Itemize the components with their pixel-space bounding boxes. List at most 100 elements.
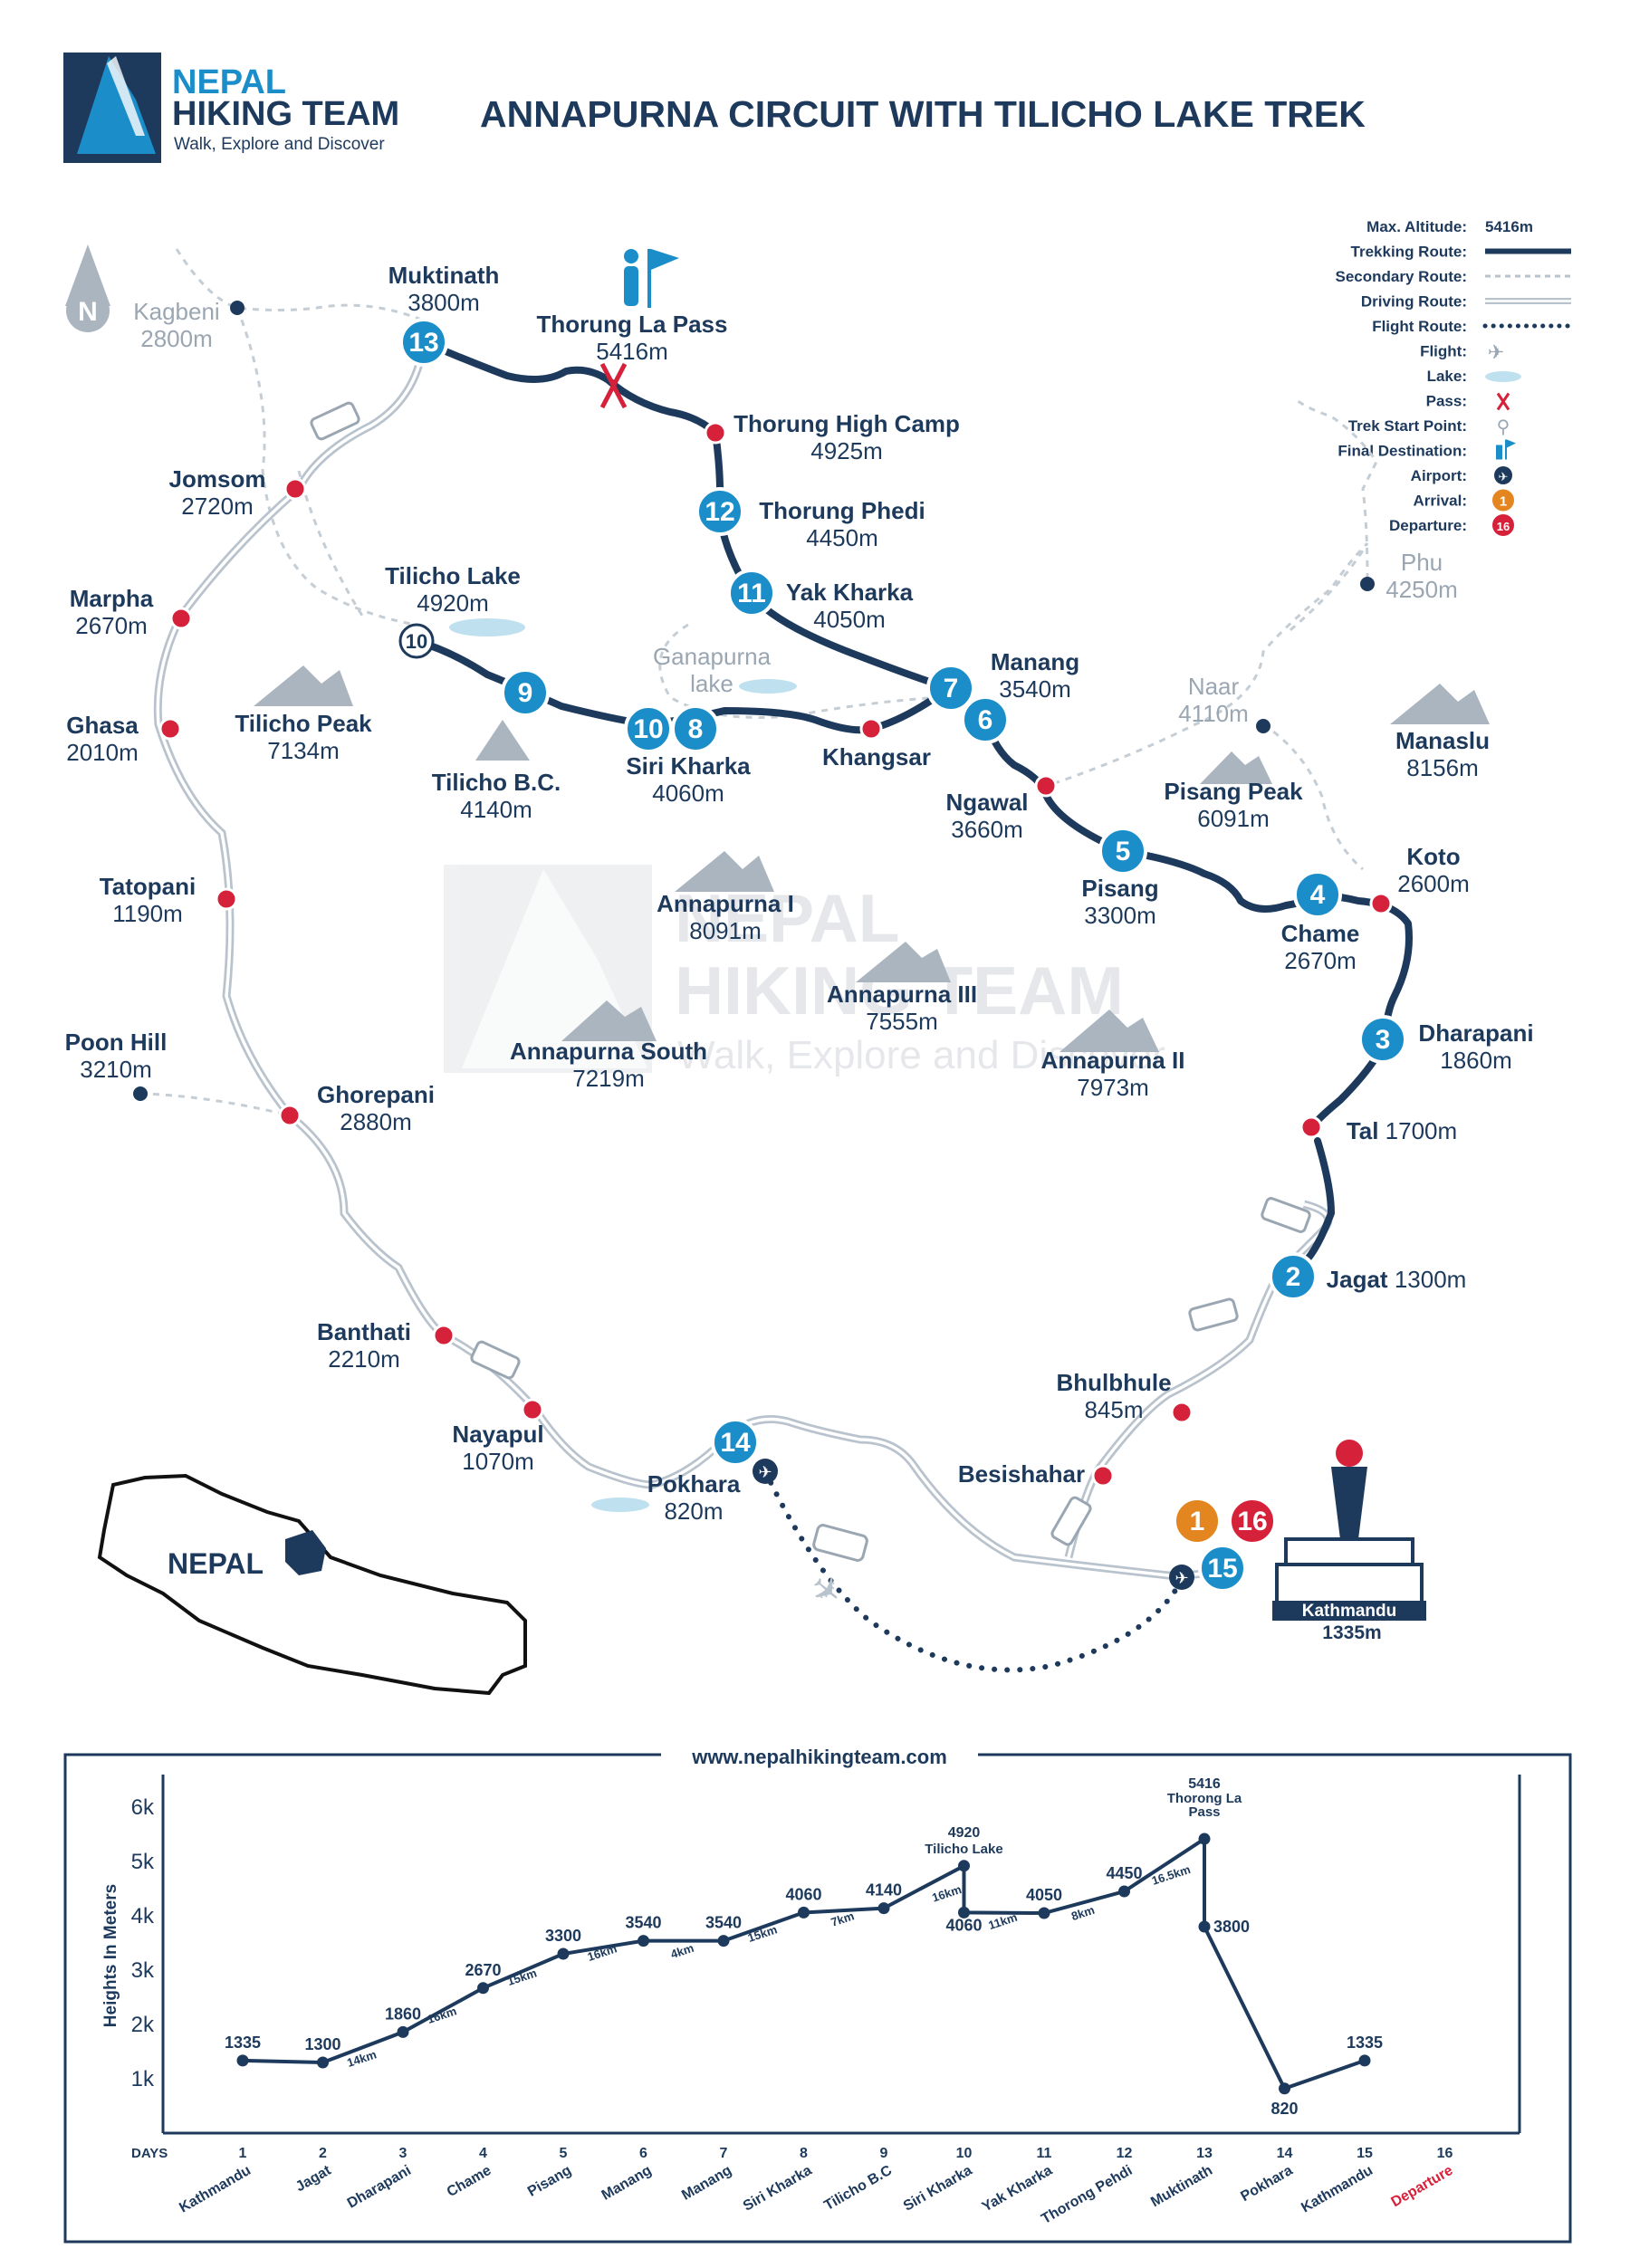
ganapurna-lake-icon bbox=[739, 679, 797, 694]
stop-marker[interactable] bbox=[501, 668, 550, 717]
website-link[interactable]: www.nepalhikingteam.com bbox=[691, 1746, 947, 1768]
data-label: 5416 bbox=[1188, 1776, 1221, 1792]
side-trip-dot[interactable] bbox=[230, 301, 244, 315]
stop-marker[interactable] bbox=[695, 487, 744, 536]
data-point[interactable] bbox=[1198, 1833, 1211, 1845]
place-name: Jagat bbox=[1327, 1266, 1395, 1293]
distance-label: 16km bbox=[426, 2004, 458, 2026]
data-point[interactable] bbox=[1279, 2082, 1290, 2095]
waypoint-dot[interactable] bbox=[158, 717, 182, 741]
place-name: Poon Hill bbox=[65, 1029, 168, 1056]
y-tick-label: 3k bbox=[131, 1958, 155, 1983]
waypoint-dot[interactable] bbox=[169, 607, 193, 630]
stop-marker[interactable] bbox=[1358, 1015, 1407, 1064]
legend-hiker-icon: ⚲ bbox=[1497, 417, 1510, 437]
waypoint-dot[interactable] bbox=[215, 887, 238, 911]
data-point[interactable] bbox=[877, 1902, 890, 1915]
waypoint-dot[interactable] bbox=[521, 1398, 544, 1421]
data-point[interactable] bbox=[236, 2054, 249, 2067]
data-point[interactable] bbox=[477, 1982, 489, 1995]
mountains bbox=[254, 665, 1490, 1052]
place-alt: 5416m bbox=[596, 338, 668, 365]
place-name: Ghasa bbox=[66, 712, 139, 739]
waypoint-dot[interactable] bbox=[1091, 1464, 1115, 1488]
jeep-icon bbox=[1261, 1197, 1311, 1233]
place-name: Tilicho Peak bbox=[235, 710, 372, 737]
x-axis-title: DAYS bbox=[131, 2146, 168, 2161]
stop-marker[interactable] bbox=[727, 569, 776, 617]
stop-marker[interactable] bbox=[1098, 827, 1147, 876]
waypoint-dot[interactable] bbox=[1170, 1401, 1194, 1424]
point-name: Pass bbox=[1188, 1804, 1220, 1820]
data-point[interactable] bbox=[1038, 1907, 1050, 1919]
waypoint-dot[interactable] bbox=[432, 1324, 455, 1347]
data-point[interactable] bbox=[798, 1906, 810, 1919]
data-point[interactable] bbox=[638, 1935, 649, 1947]
data-point[interactable] bbox=[317, 2056, 329, 2069]
waypoint-dot[interactable] bbox=[283, 477, 307, 501]
side-trip-dot[interactable] bbox=[1360, 577, 1375, 591]
airport-icon[interactable] bbox=[753, 1459, 778, 1484]
waypoint-dot[interactable] bbox=[1034, 774, 1058, 798]
route-naar-koto bbox=[1262, 723, 1364, 871]
day-place-label: Jagat bbox=[293, 2162, 334, 2195]
legend-arrival-icon bbox=[1492, 489, 1514, 512]
stop-marker[interactable] bbox=[926, 664, 975, 713]
brand-logo[interactable]: NEPAL HIKING TEAM Walk, Explore and Disc… bbox=[63, 53, 399, 163]
day-place-label: Kathmandu bbox=[177, 2163, 254, 2216]
stop-marker[interactable] bbox=[671, 704, 720, 753]
data-point[interactable] bbox=[397, 2025, 409, 2038]
stop-marker[interactable] bbox=[398, 623, 435, 659]
stop-marker[interactable] bbox=[399, 318, 448, 367]
side-trip-dot[interactable] bbox=[133, 1086, 148, 1101]
place-alt: 2600m bbox=[1397, 870, 1470, 897]
place-alt: 8091m bbox=[689, 917, 762, 944]
stop-marker[interactable] bbox=[1228, 1497, 1277, 1545]
airport-icon[interactable] bbox=[1169, 1565, 1194, 1590]
distance-label: 15km bbox=[505, 1966, 538, 1988]
stop-marker[interactable] bbox=[1293, 870, 1342, 919]
waypoint-dot[interactable] bbox=[278, 1104, 302, 1127]
place-name: Banthati bbox=[317, 1318, 411, 1345]
tent-icon bbox=[475, 720, 530, 761]
compass-north-label: N bbox=[78, 297, 98, 327]
stop-number: 6 bbox=[978, 705, 993, 735]
data-point[interactable] bbox=[557, 1947, 570, 1960]
waypoint-dot[interactable] bbox=[704, 421, 727, 445]
stop-marker[interactable] bbox=[711, 1418, 760, 1467]
waypoint-dot[interactable] bbox=[859, 717, 883, 741]
place-alt: 4140m bbox=[460, 796, 532, 823]
stop-number: 16 bbox=[1237, 1507, 1267, 1536]
vehicles bbox=[310, 401, 1311, 1562]
data-point[interactable] bbox=[717, 1935, 730, 1947]
side-trip-dot[interactable] bbox=[1256, 719, 1270, 733]
stop-marker[interactable] bbox=[961, 695, 1010, 744]
data-point[interactable] bbox=[958, 1860, 970, 1872]
data-point[interactable] bbox=[1198, 1920, 1211, 1933]
place-alt: lake bbox=[690, 670, 734, 697]
data-point[interactable] bbox=[958, 1906, 970, 1919]
place-alt: 1300m bbox=[1395, 1266, 1467, 1293]
distance-label: 16km bbox=[930, 1882, 963, 1905]
stop-marker[interactable] bbox=[1173, 1497, 1222, 1545]
waypoint-dot[interactable] bbox=[1299, 1115, 1323, 1139]
day-place-label: Manang bbox=[679, 2163, 734, 2204]
data-label: 2670 bbox=[465, 1961, 501, 1979]
place-alt: 1700m bbox=[1386, 1117, 1458, 1144]
stop-marker[interactable] bbox=[1198, 1544, 1247, 1593]
stop-marker[interactable] bbox=[1269, 1252, 1318, 1301]
nepal-inset-map: NEPAL bbox=[97, 1473, 527, 1696]
plane-icon: ✈ bbox=[801, 1565, 850, 1615]
data-point[interactable] bbox=[1118, 1885, 1130, 1898]
x-tick-label: 8 bbox=[800, 2146, 808, 2161]
route-jomsom-tilicho bbox=[297, 470, 364, 617]
logo-hiker-icon bbox=[107, 56, 145, 136]
waypoint-dot[interactable] bbox=[1369, 892, 1393, 915]
data-label: 4060 bbox=[945, 1916, 982, 1934]
place-alt: 845m bbox=[1084, 1396, 1143, 1423]
data-point[interactable] bbox=[1358, 2054, 1371, 2067]
